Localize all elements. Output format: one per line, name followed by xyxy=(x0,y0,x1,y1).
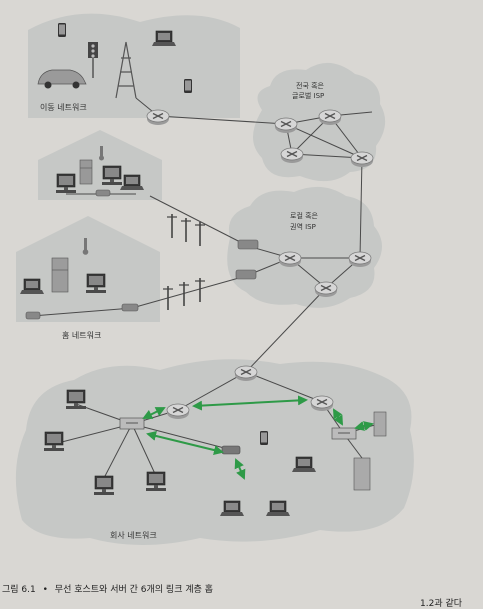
global-isp-line1: 전국 혹은 xyxy=(296,81,325,90)
desktop-computer-icon xyxy=(145,471,167,492)
global-isp-line2: 글로벌 ISP xyxy=(292,91,324,100)
local-isp-line1: 로컬 혹은 xyxy=(290,211,319,220)
wireless-access-point-icon xyxy=(25,311,41,320)
router-icon xyxy=(274,117,298,134)
router-icon xyxy=(314,281,338,298)
cable-modem-icon xyxy=(95,189,111,197)
router-icon xyxy=(146,109,170,126)
home-network-label: 홈 네트워크 xyxy=(62,330,101,340)
traffic-light-icon xyxy=(88,42,98,78)
enterprise-network-label: 회사 네트워크 xyxy=(110,531,157,540)
local-isp-line2: 권역 ISP xyxy=(290,222,316,231)
wireless-access-point-icon xyxy=(221,445,241,455)
enterprise-network-cloud xyxy=(15,359,414,545)
router-icon xyxy=(310,395,334,412)
telephone-pole-icon xyxy=(162,285,174,311)
refrigerator-icon xyxy=(51,257,69,293)
router-icon xyxy=(234,365,258,382)
router-icon xyxy=(348,251,372,268)
thermometer-icon xyxy=(82,238,89,255)
desktop-computer-icon xyxy=(43,431,65,452)
refrigerator-icon xyxy=(79,159,93,185)
thermometer-icon xyxy=(99,146,104,161)
desktop-computer-icon xyxy=(101,165,123,186)
local-isp-label: 로컬 혹은 권역 ISP xyxy=(290,211,320,231)
caption-text: 무선 호스트와 서버 간 6개의 링크 계층 홉 xyxy=(55,583,213,595)
router-icon xyxy=(166,403,190,420)
global-isp-label: 전국 혹은 글로벌 ISP xyxy=(292,81,326,100)
switch-icon xyxy=(331,427,357,440)
car-icon xyxy=(37,69,87,89)
cable-modem-icon xyxy=(237,239,259,250)
router-icon xyxy=(350,151,374,168)
caption-bullet: • xyxy=(43,585,48,595)
cell-tower-icon xyxy=(115,41,137,99)
smartphone-icon xyxy=(58,23,66,37)
cable-modem-icon xyxy=(235,269,257,280)
home-bottom-house xyxy=(16,216,160,322)
smartphone-icon xyxy=(260,431,268,445)
desktop-computer-icon xyxy=(55,173,77,194)
router-icon xyxy=(318,109,342,126)
desktop-computer-icon xyxy=(93,475,115,496)
local-isp-cloud xyxy=(227,186,382,308)
link-hop-arrows xyxy=(142,395,374,480)
router-icon xyxy=(280,147,304,164)
cable-modem-icon xyxy=(121,303,139,312)
desktop-computer-icon xyxy=(85,273,107,294)
server-icon xyxy=(353,457,371,491)
footer-fragment: 1.2과 같다 xyxy=(420,597,463,609)
telephone-pole-icon xyxy=(194,221,206,247)
server-icon xyxy=(373,411,387,437)
figure-caption: 그림 6.1 • 무선 호스트와 서버 간 6개의 링크 계층 홉 xyxy=(2,583,213,595)
switch-icon xyxy=(119,417,145,430)
smartphone-icon xyxy=(184,79,192,93)
figure-number: 그림 6.1 xyxy=(2,583,36,595)
mobile-network-label: 이동 네트워크 xyxy=(40,102,87,112)
telephone-pole-icon xyxy=(166,213,178,239)
desktop-computer-icon xyxy=(65,389,87,410)
telephone-pole-icon xyxy=(180,217,192,243)
router-icon xyxy=(278,251,302,268)
